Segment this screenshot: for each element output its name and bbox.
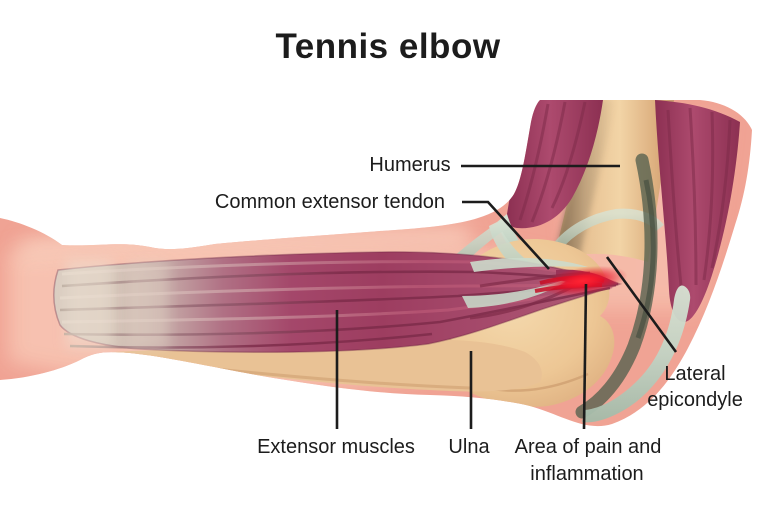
- ulna-bone: [112, 339, 542, 392]
- wrist-tendon-sheen-2: [128, 262, 168, 350]
- label-humerus: Humerus: [369, 154, 451, 176]
- triceps-tendon: [582, 285, 691, 423]
- wrist-tendon-sheen: [66, 260, 112, 348]
- triceps-striations: [666, 107, 732, 296]
- tendon-finger-bottom: [462, 276, 574, 308]
- label-lateral-epicondyle-line2: epicondyle: [647, 389, 743, 411]
- arm-artwork: [0, 100, 752, 427]
- label-common-extensor-tendon: Common extensor tendon: [214, 191, 446, 213]
- label-lateral-epicondyle-line1: Lateral: [664, 363, 726, 385]
- label-extensor-muscles: Extensor muscles: [257, 436, 415, 458]
- leader-lateral-epicondyle: [605, 256, 678, 353]
- leader-area-of-pain: [582, 283, 588, 430]
- leader-common-extensor-tendon: [462, 200, 550, 270]
- common-extensor-tendon-branch: [452, 220, 508, 266]
- brachialis-striations: [518, 101, 587, 223]
- label-ulna: Ulna: [448, 436, 490, 458]
- diagram-title: Tennis elbow: [275, 27, 501, 66]
- pain-glow-core: [560, 273, 604, 289]
- deep-tendon-band-core: [635, 179, 656, 339]
- tendon-finger-top: [470, 257, 588, 272]
- triceps-muscle: [655, 100, 740, 322]
- label-area-of-pain-line2: inflammation: [530, 463, 644, 485]
- leader-lines: [335, 164, 678, 430]
- humerus-shadow: [554, 100, 616, 258]
- label-area-of-pain-line1: Area of pain and: [514, 436, 662, 458]
